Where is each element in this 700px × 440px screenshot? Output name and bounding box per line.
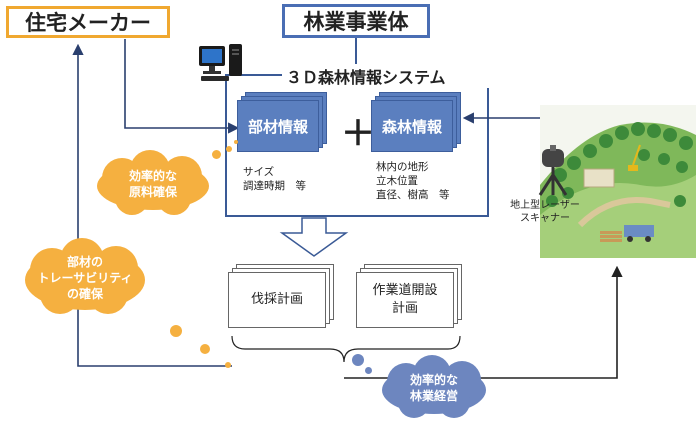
- cloud-raw-material-text: 効率的な 原料確保: [129, 168, 177, 200]
- arrow-housing-to-parts: [124, 39, 240, 134]
- part-info-label: 部材情報: [247, 117, 308, 136]
- cloud-trace-line3: の確保: [66, 287, 103, 301]
- part-detail-timing: 調達時期 等: [243, 180, 306, 192]
- scanner-label: 地上型レーザー スキャナー: [505, 199, 585, 225]
- down-arrow: [279, 217, 349, 257]
- cloud-trace-dot-3: [225, 362, 231, 368]
- road-plan-stack: 作業道開設 計画: [356, 264, 462, 332]
- road-plan-label-1: 作業道開設: [372, 283, 438, 298]
- felling-plan-label: 伐採計画: [250, 292, 303, 307]
- cloud-traceability: 部材の トレーサビリティ の確保: [16, 238, 154, 318]
- forest-info-stack: 森林情報: [371, 92, 461, 156]
- cloud-raw-line1: 効率的な: [128, 169, 177, 183]
- plus-sign: ＋: [341, 114, 375, 154]
- cloud-trace-dot-1: [170, 325, 182, 337]
- housing-maker-box: 住宅メーカー: [6, 6, 170, 38]
- forest-detail-trees: 立木位置: [376, 175, 418, 187]
- cloud-trace-dot-2: [200, 344, 210, 354]
- plans-bracket: [231, 335, 461, 363]
- cloud-mgmt-line2: 林業経営: [409, 389, 458, 403]
- road-plan-label-2: 計画: [391, 301, 418, 316]
- cloud-management-text: 効率的な 林業経営: [410, 372, 458, 404]
- cloud-trace-line1: 部材の: [66, 255, 103, 269]
- cloud-mgmt-line1: 効率的な: [409, 373, 458, 387]
- cloud-management-shape: [382, 355, 486, 418]
- cloud-raw-material-shape: [97, 150, 209, 215]
- part-detail-size: サイズ: [243, 166, 275, 178]
- felling-plan-doc: 伐採計画: [228, 272, 326, 328]
- arrow-trace-to-housing: [72, 43, 232, 367]
- cloud-raw-material: 効率的な 原料確保: [88, 150, 218, 218]
- scanner-label-line2: スキャナー: [520, 213, 570, 224]
- forest-info-label: 森林情報: [381, 117, 442, 136]
- forestry-entity-box: 林業事業体: [282, 4, 430, 38]
- part-info-stack: 部材情報: [237, 92, 327, 156]
- cloud-mgmt-dot-1: [352, 354, 364, 366]
- cloud-trace-line2: トレーサビリティ: [37, 271, 133, 285]
- part-info-details: サイズ 調達時期 等: [243, 165, 306, 193]
- cloud-traceability-shape: [25, 238, 145, 314]
- cloud-raw-line2: 原料確保: [128, 185, 177, 199]
- cloud-raw-dot-3: [234, 140, 238, 144]
- cloud-raw-dot-1: [212, 150, 221, 159]
- system-title: ３Ｄ森林情報システム: [282, 64, 490, 88]
- cloud-traceability-text: 部材の トレーサビリティ の確保: [37, 254, 132, 302]
- scanner-label-line1: 地上型レーザー: [510, 200, 580, 211]
- forest-detail-size: 直径、樹高 等: [376, 189, 450, 201]
- computer-icon: [199, 44, 242, 81]
- cloud-mgmt-dot-2: [365, 367, 372, 374]
- felling-plan-stack: 伐採計画: [228, 264, 334, 332]
- housing-maker-label: 住宅メーカー: [25, 11, 151, 35]
- cloud-raw-dot-2: [226, 146, 232, 152]
- forest-detail-terrain: 林内の地形: [376, 161, 429, 173]
- laser-scanner-icon: [538, 145, 568, 196]
- cloud-management: 効率的な 林業経営: [374, 354, 494, 422]
- forest-info-doc: 森林情報: [371, 100, 453, 152]
- forest-info-details: 林内の地形 立木位置 直径、樹高 等: [376, 160, 450, 202]
- forestry-entity-label: 林業事業体: [303, 10, 409, 34]
- part-info-doc: 部材情報: [237, 100, 319, 152]
- road-plan-doc: 作業道開設 計画: [356, 272, 454, 328]
- forest-site-image: [540, 105, 696, 258]
